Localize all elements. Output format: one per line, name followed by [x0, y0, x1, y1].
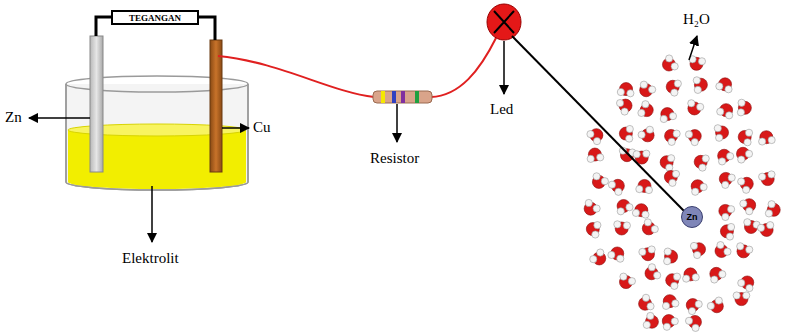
molecule-label: H₂O: [683, 11, 710, 28]
leader-arrow: [29, 117, 90, 119]
component-label: Resistor: [370, 150, 419, 167]
electrode-label: Zn: [5, 109, 22, 126]
copper-electrode: [210, 40, 222, 172]
wire: [218, 56, 374, 97]
water-molecules: [584, 55, 780, 332]
zinc-electrode: [90, 36, 103, 172]
led-symbol: [487, 4, 521, 40]
wire: [431, 38, 496, 97]
component-label: Led: [490, 101, 513, 118]
voltage-box: TEGANGAN: [111, 10, 199, 25]
wire: [96, 17, 111, 36]
resistor-symbol: [373, 91, 432, 103]
leader-arrow: [689, 36, 697, 60]
leader-arrow: [222, 127, 249, 129]
electrode-label: Cu: [253, 119, 271, 136]
zinc-ion: Zn: [681, 206, 703, 228]
node-text: Zn: [687, 212, 698, 222]
node-text: TEGANGAN: [129, 13, 181, 23]
leader-arrow: [503, 41, 505, 94]
leader-line: [512, 36, 684, 211]
electrolyte-label: Elektrolit: [122, 250, 179, 267]
wire: [199, 17, 215, 40]
leader-arrow: [396, 104, 398, 142]
leader-arrow: [151, 186, 153, 242]
